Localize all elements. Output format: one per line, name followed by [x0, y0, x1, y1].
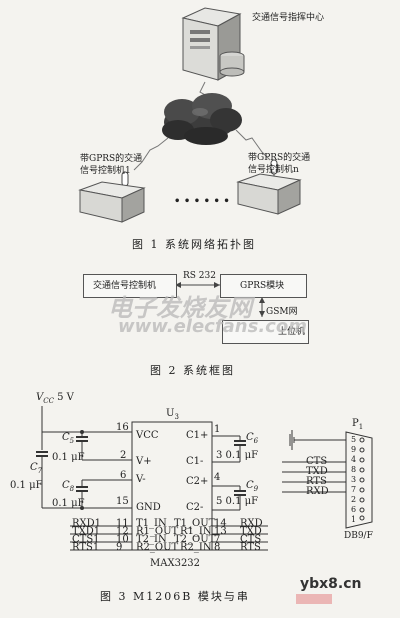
fig3-caption: 图 3 M1206B 模块与串 [100, 590, 250, 603]
c6-value: 3 0.1 μF [216, 450, 259, 461]
pin-name-gnd: GND [136, 502, 161, 513]
pin-name-c2minus: C2- [186, 502, 204, 513]
watermark-stamp [296, 594, 332, 604]
pin-t1-in: T1_IN [136, 518, 167, 529]
c7-label: C7 [30, 462, 43, 475]
db9-pin-1: 1 [351, 515, 357, 524]
num-13: 13 [214, 526, 227, 537]
db9-sig-rts: RTS [306, 476, 327, 487]
db9-pin-markers [359, 437, 365, 521]
pin-num-6: 6 [120, 470, 127, 481]
c5-value: 0.1 μF [52, 452, 85, 463]
db9-pin-7: 7 [351, 485, 357, 494]
gprs-box-label: GPRS模块 [240, 281, 285, 291]
db9-pin-9: 9 [351, 445, 357, 454]
c9-label: C9 [246, 480, 259, 493]
sig-rxd1: RXD1 [72, 518, 102, 529]
controllern-label-line2: 信号控制机n [248, 165, 299, 175]
pin-name-c2plus: C2+ [186, 476, 209, 487]
c6-label: C6 [246, 432, 259, 445]
watermark-logo-text: 电子发烧友网 [108, 294, 252, 322]
num-14: 14 [214, 518, 227, 529]
num-10: 10 [116, 534, 129, 545]
pin-t2-out: T2_OUT [174, 534, 216, 545]
sig-cts: CTS [240, 534, 262, 545]
controller1-label-line2: 信号控制机1 [80, 166, 131, 176]
controller-box [83, 274, 177, 298]
c8-label: C8 [62, 480, 75, 493]
pin-name-vminus: V- [136, 474, 146, 485]
fig2-caption: 图 2 系统框图 [150, 364, 235, 377]
pin-r1-in: R1_IN [180, 526, 212, 537]
pin-num-15: 15 [116, 496, 129, 507]
c8-value: 0.1 μF [52, 498, 85, 509]
connector-name: DB9/F [344, 531, 373, 541]
center-label: 交通信号指挥中心 [252, 13, 325, 23]
sig-cts1: CTS1 [72, 534, 100, 545]
watermark-url: www.elecfans.com [118, 316, 307, 337]
pin-name-vplus: V+ [136, 456, 152, 467]
pin-name-vcc: VCC [136, 430, 159, 441]
rs232-label: RS 232 [183, 271, 216, 281]
pin-num-16: 16 [116, 422, 129, 433]
pin-r2-out: R2_OUT [136, 542, 179, 553]
db9-pin-5: 5 [351, 435, 357, 444]
db9-pin-3: 3 [351, 475, 357, 484]
num-11: 11 [116, 518, 129, 529]
controllern-label-line1: 带GPRS的交通 [248, 153, 311, 163]
fig1-caption: 图 1 系统网络拓扑图 [132, 238, 256, 251]
num-9: 9 [116, 542, 123, 553]
link-cloud-right [235, 129, 271, 161]
pin-t1-out: T1_OUT [174, 518, 216, 529]
controller1-label-line1: 带GPRS的交通 [80, 154, 143, 164]
c9-value: 5 0.1 μF [216, 496, 259, 507]
db9-sig-cts: CTS [306, 456, 328, 467]
host-box-label: 上位机 [278, 327, 306, 337]
db9-sig-rxd: RXD [306, 486, 329, 497]
server-icon [181, 7, 245, 81]
pin-t2-in: T2_IN [136, 534, 167, 545]
u3-label: U3 [166, 408, 179, 421]
pin-num-2: 2 [120, 450, 127, 461]
controllern-icon [236, 173, 302, 215]
db9-connector [345, 431, 373, 529]
pin-num-1: 1 [214, 424, 221, 435]
pin-name-c1minus: C1- [186, 456, 204, 467]
chip-name: MAX3232 [150, 558, 201, 569]
pin-name-c1plus: C1+ [186, 430, 209, 441]
controller1-icon [78, 181, 146, 223]
sig-txd: TXD [240, 526, 262, 537]
sig-rxd: RXD [240, 518, 263, 529]
num-7: 7 [214, 534, 221, 545]
pin-r1-out: R1_OUT [136, 526, 179, 537]
cloud-icon [162, 93, 242, 145]
ellipsis: • • • • • • [174, 196, 230, 207]
c5-label: C5 [62, 432, 75, 445]
p1-label: P1 [352, 418, 364, 431]
host-box [222, 320, 309, 344]
sig-txd1: TXD1 [72, 526, 101, 537]
pin-r2-in: R2_IN [180, 542, 212, 553]
gprs-box [220, 274, 307, 298]
sig-rts: RTS [240, 542, 261, 553]
sig-rts1: RTS1 [72, 542, 100, 553]
db9-pin-6: 6 [351, 505, 357, 514]
fig3-schematic [36, 406, 373, 551]
controller-box-label: 交通信号控制机 [93, 281, 157, 291]
fig2-diagram [175, 282, 265, 317]
gsm-label: GSM网 [266, 307, 298, 317]
pin-num-4: 4 [214, 472, 221, 483]
num-8: 8 [214, 542, 221, 553]
c7-value: 0.1 μF [10, 480, 43, 491]
vcc-label: VCC 5 V [36, 392, 74, 405]
watermark-bottom: ybx8.cn [300, 576, 362, 592]
db9-sig-txd: TXD [306, 466, 328, 477]
db9-pin-4: 4 [351, 455, 357, 464]
num-12: 12 [116, 526, 129, 537]
link-cloud-left [133, 137, 169, 171]
db9-pin-8: 8 [351, 465, 357, 474]
fig1-diagram [78, 7, 302, 223]
db9-pin-2: 2 [351, 495, 357, 504]
